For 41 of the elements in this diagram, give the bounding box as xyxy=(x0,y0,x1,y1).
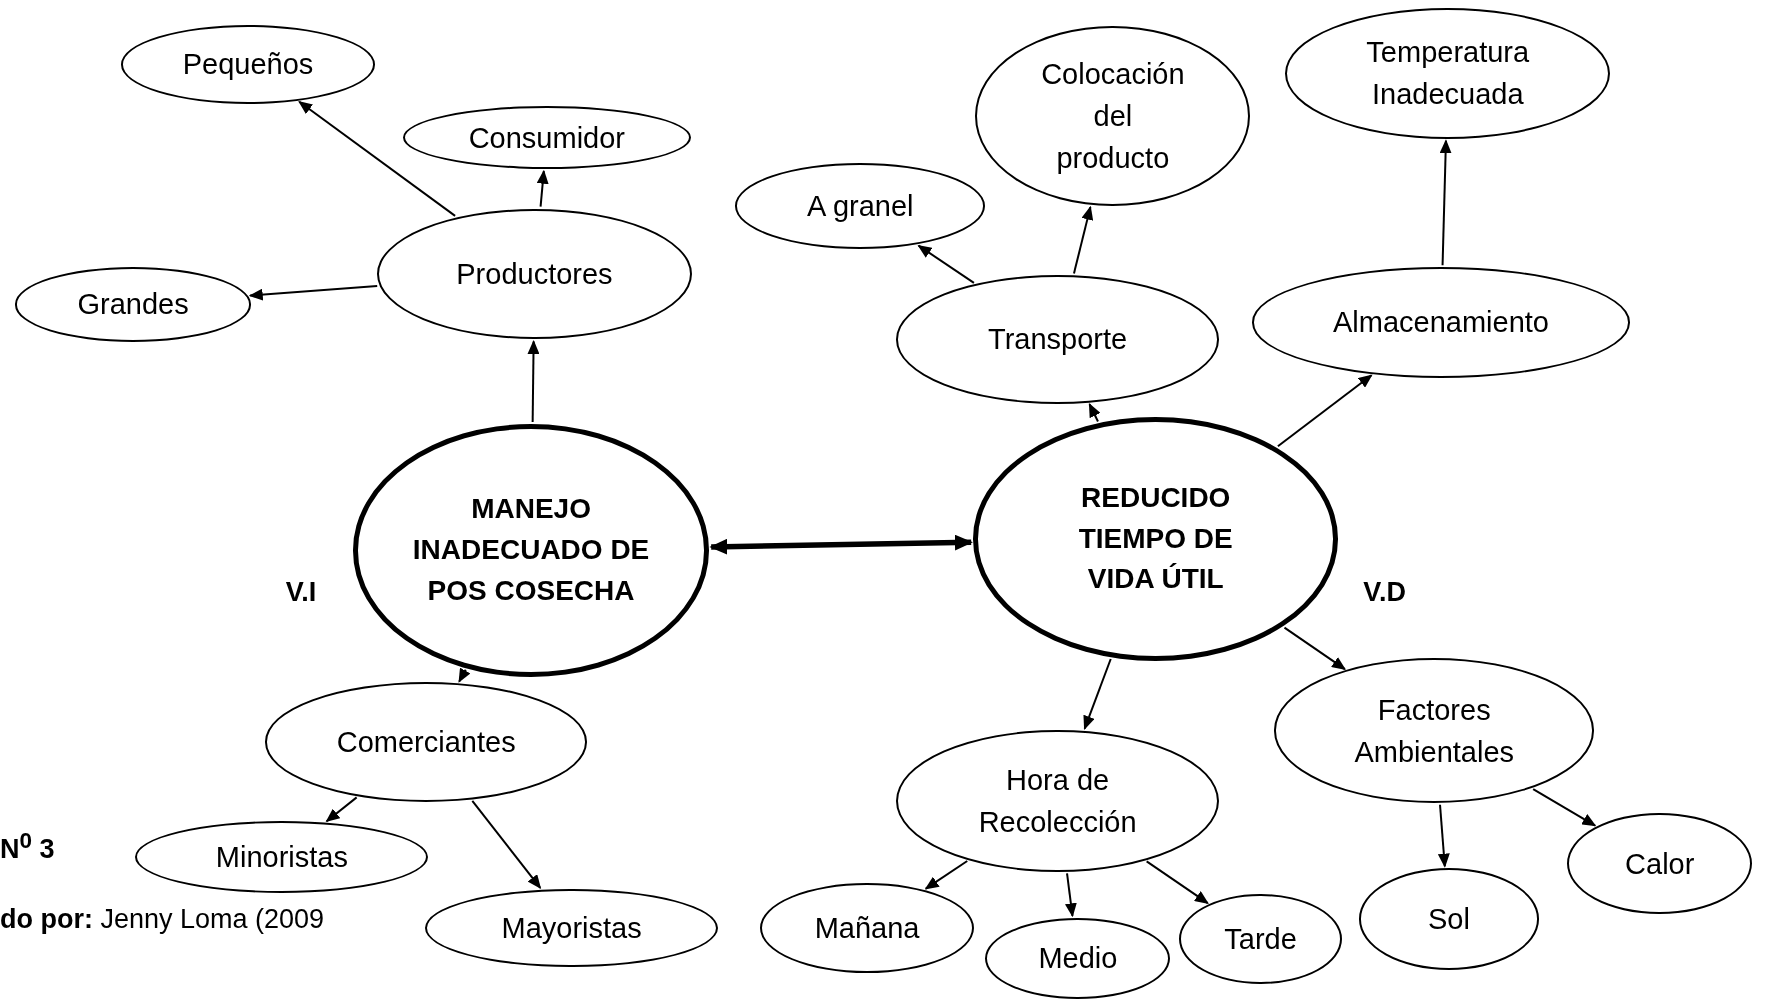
concept-text: Colocación del producto xyxy=(1040,57,1186,177)
concept-text: Almacenamiento xyxy=(1333,305,1549,341)
arrow xyxy=(471,799,542,889)
concept-text: Tarde xyxy=(1224,922,1297,958)
concept-text: Consumidor xyxy=(468,120,625,156)
note-text: N$^{0}$ 3 xyxy=(0,827,55,865)
arrow xyxy=(1145,860,1209,905)
concept-text: REDUCIDO TIEMPO DE VIDA ÚTIL xyxy=(1077,481,1234,597)
arrow xyxy=(1072,205,1094,275)
concept-text: A granel xyxy=(807,189,914,225)
arrow xyxy=(1439,139,1452,267)
concept-text: Mayoristas xyxy=(501,910,642,946)
concept-text: Productores xyxy=(456,256,613,292)
note-text: V.I xyxy=(285,576,317,608)
concept-text: Medio xyxy=(1038,941,1118,977)
concept-text: Sol xyxy=(1427,901,1470,937)
arrow xyxy=(536,169,549,208)
arrow xyxy=(1532,788,1597,827)
note-text: V.D xyxy=(1363,576,1406,608)
arrow xyxy=(248,284,379,301)
concept-text: MANEJO INADECUADO DE POS COSECHA xyxy=(411,492,651,608)
concept-text: Transporte xyxy=(988,322,1128,358)
arrow xyxy=(325,796,358,823)
concept-text: Comerciantes xyxy=(336,724,516,760)
concept-text: Hora de Recolección xyxy=(977,762,1138,840)
arrow xyxy=(1438,803,1450,868)
concept-text: Mañana xyxy=(814,910,920,946)
arrow xyxy=(527,340,540,423)
note-text: do por: Jenny Loma (2009 xyxy=(0,903,325,935)
arrow xyxy=(1065,872,1078,918)
concept-text: Temperatura Inadecuada xyxy=(1365,35,1531,113)
arrow xyxy=(924,860,969,890)
concept-text: Factores Ambientales xyxy=(1353,692,1516,770)
double-arrow xyxy=(709,534,973,555)
arrow xyxy=(1283,626,1346,671)
concept-text: Minoristas xyxy=(215,839,348,875)
arrow xyxy=(917,244,975,284)
concept-text: Grandes xyxy=(77,287,189,323)
concept-text: Calor xyxy=(1625,846,1695,882)
arrow xyxy=(458,668,470,683)
concept-text: Pequeños xyxy=(182,47,314,83)
